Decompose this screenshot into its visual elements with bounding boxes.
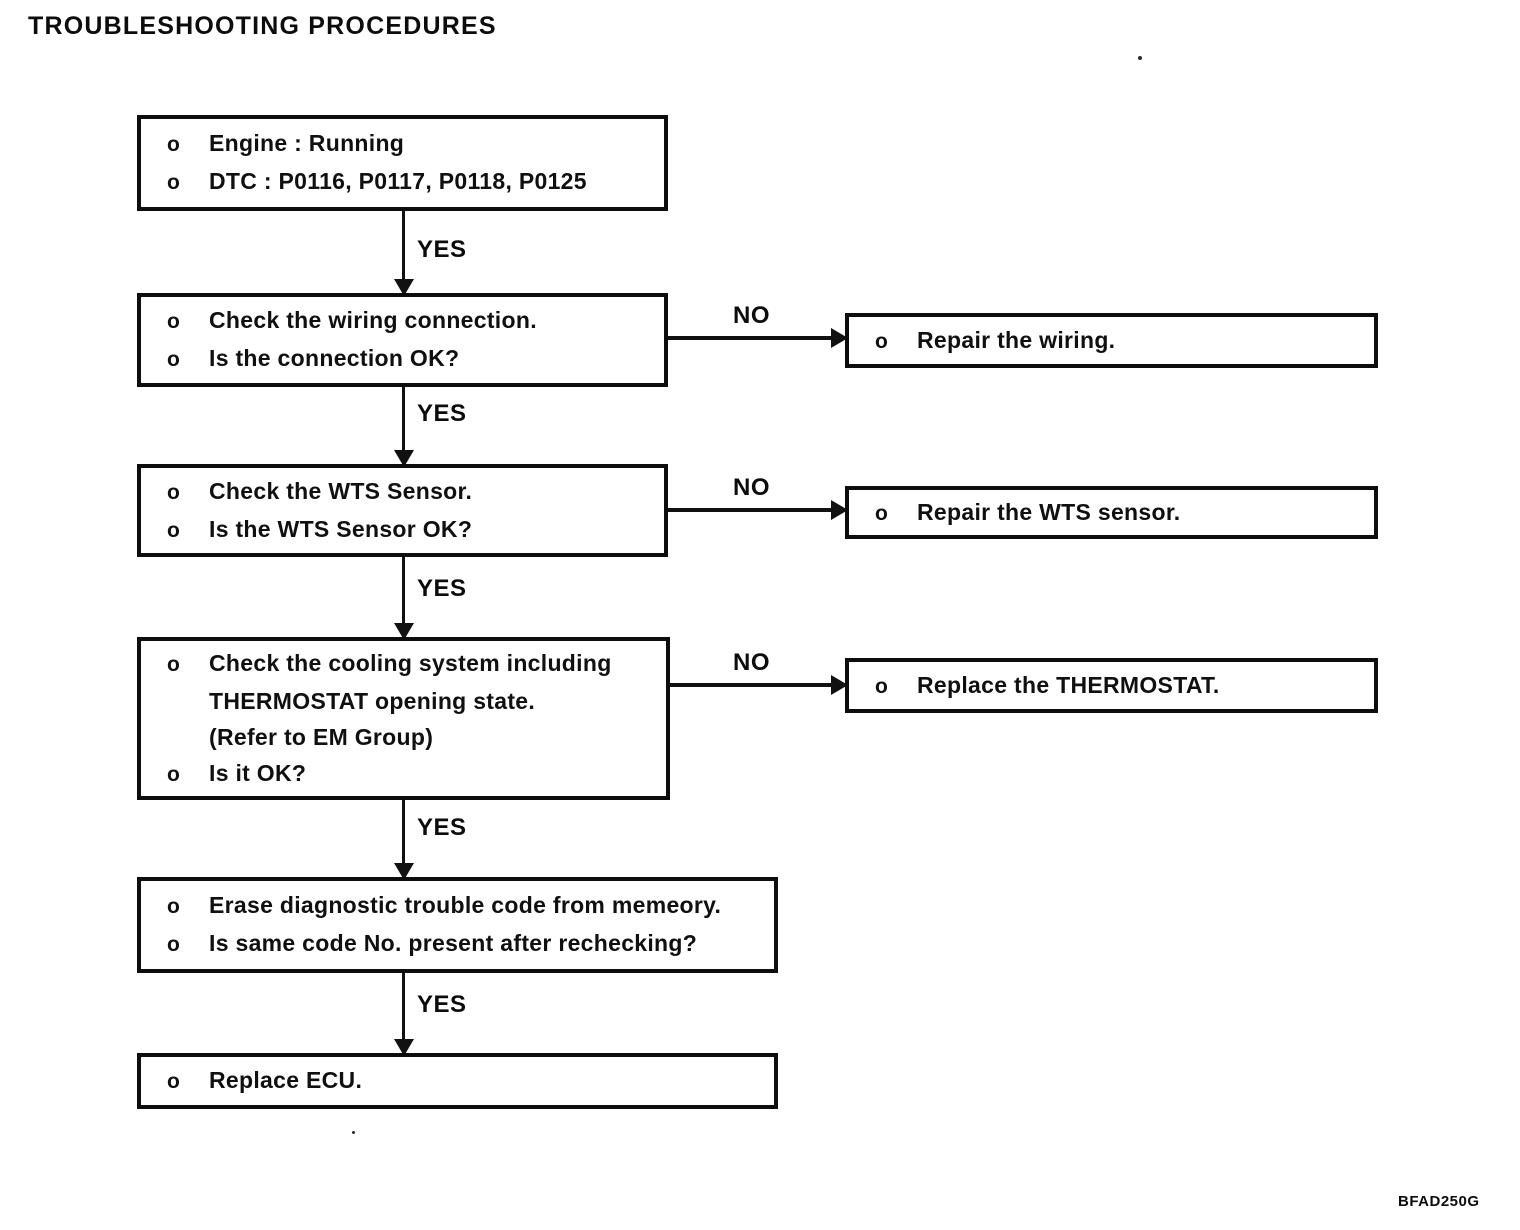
flow-box-check-wiring: o Check the wiring connection. o Is the … <box>137 293 668 387</box>
flow-line: THERMOSTAT opening state. <box>167 683 666 719</box>
flow-line-text: Is it OK? <box>209 759 307 786</box>
flow-line-text: THERMOSTAT opening state. <box>209 687 536 714</box>
bullet-marker: o <box>167 480 181 504</box>
flow-line-text: Is the WTS Sensor OK? <box>209 515 473 542</box>
flow-line-text: DTC : P0116, P0117, P0118, P0125 <box>209 168 587 194</box>
flow-line-text: Check the wiring connection. <box>209 307 537 333</box>
figure-code: BFAD250G <box>1398 1193 1480 1210</box>
flow-line: (Refer to EM Group) <box>167 719 666 755</box>
flow-box-start-conditions: o Engine : Running o DTC : P0116, P0117,… <box>137 115 668 211</box>
scan-artifact-dot <box>1138 56 1142 60</box>
flow-line: o Check the WTS Sensor. <box>167 473 664 511</box>
flow-box-check-cooling-system: o Check the cooling system including THE… <box>137 637 670 800</box>
yes-arrow-down <box>402 387 405 464</box>
flow-line: o Replace the THERMOSTAT. <box>875 667 1374 705</box>
yes-edge-label: YES <box>417 991 467 1018</box>
bullet-marker: o <box>167 762 181 786</box>
yes-edge-label: YES <box>417 236 467 263</box>
bullet-marker: o <box>167 348 181 371</box>
flow-box-repair-wiring: o Repair the wiring. <box>845 313 1378 368</box>
flow-line: o Engine : Running <box>167 125 664 163</box>
bullet-marker: o <box>167 933 181 956</box>
yes-arrow-down <box>402 800 405 877</box>
bullet-marker: o <box>167 895 181 918</box>
flow-line-text: Engine : Running <box>209 130 405 156</box>
no-edge-label: NO <box>733 474 770 501</box>
bullet-marker: o <box>167 1070 181 1093</box>
page-title: TROUBLESHOOTING PROCEDURES <box>28 12 497 40</box>
flow-line-text: Is the connection OK? <box>209 345 460 371</box>
bullet-marker: o <box>167 652 181 676</box>
flow-line: o Is it OK? <box>167 755 666 793</box>
flow-box-replace-ecu: o Replace ECU. <box>137 1053 778 1109</box>
flow-line-text: Is same code No. present after recheckin… <box>209 930 698 956</box>
bullet-marker: o <box>875 329 889 353</box>
no-edge-label: NO <box>733 649 770 676</box>
flow-line: o Is same code No. present after recheck… <box>167 925 774 963</box>
flow-box-erase-dtc: o Erase diagnostic trouble code from mem… <box>137 877 778 973</box>
flow-line-text: (Refer to EM Group) <box>209 723 434 750</box>
no-arrow-right <box>668 336 845 340</box>
flow-box-repair-wts-sensor: o Repair the WTS sensor. <box>845 486 1378 539</box>
no-edge-label: NO <box>733 302 770 329</box>
bullet-marker: o <box>167 171 181 194</box>
flow-box-replace-thermostat: o Replace the THERMOSTAT. <box>845 658 1378 713</box>
flow-line: o Erase diagnostic trouble code from mem… <box>167 887 774 925</box>
bullet-marker: o <box>167 310 181 333</box>
flow-line-text: Replace the THERMOSTAT. <box>917 671 1220 698</box>
flow-line-text: Repair the WTS sensor. <box>917 498 1181 525</box>
flow-line: o Replace ECU. <box>167 1062 774 1100</box>
yes-edge-label: YES <box>417 575 467 602</box>
flow-line-text: Repair the wiring. <box>917 326 1116 353</box>
flow-line: o Check the wiring connection. <box>167 302 664 340</box>
yes-edge-label: YES <box>417 400 467 427</box>
no-arrow-right <box>668 508 845 512</box>
bullet-marker: o <box>875 501 889 525</box>
scan-artifact-dot <box>352 1131 355 1134</box>
flow-line: o Repair the WTS sensor. <box>875 494 1374 532</box>
yes-arrow-down <box>402 973 405 1053</box>
flow-box-check-wts-sensor: o Check the WTS Sensor. o Is the WTS Sen… <box>137 464 668 557</box>
flow-line: o Check the cooling system including <box>167 645 666 683</box>
flow-line: o DTC : P0116, P0117, P0118, P0125 <box>167 163 664 201</box>
bullet-marker: o <box>875 674 889 698</box>
bullet-marker: o <box>167 518 181 542</box>
flow-line: o Repair the wiring. <box>875 322 1374 360</box>
no-arrow-right <box>670 683 845 687</box>
yes-arrow-down <box>402 211 405 293</box>
flow-line-text: Check the cooling system including <box>209 649 612 676</box>
yes-edge-label: YES <box>417 814 467 841</box>
yes-arrow-down <box>402 557 405 637</box>
flow-line: o Is the WTS Sensor OK? <box>167 511 664 549</box>
flow-line-text: Erase diagnostic trouble code from memeo… <box>209 892 722 918</box>
flow-line-text: Replace ECU. <box>209 1067 363 1093</box>
bullet-marker: o <box>167 133 181 156</box>
flow-line: o Is the connection OK? <box>167 340 664 378</box>
flow-line-text: Check the WTS Sensor. <box>209 477 473 504</box>
